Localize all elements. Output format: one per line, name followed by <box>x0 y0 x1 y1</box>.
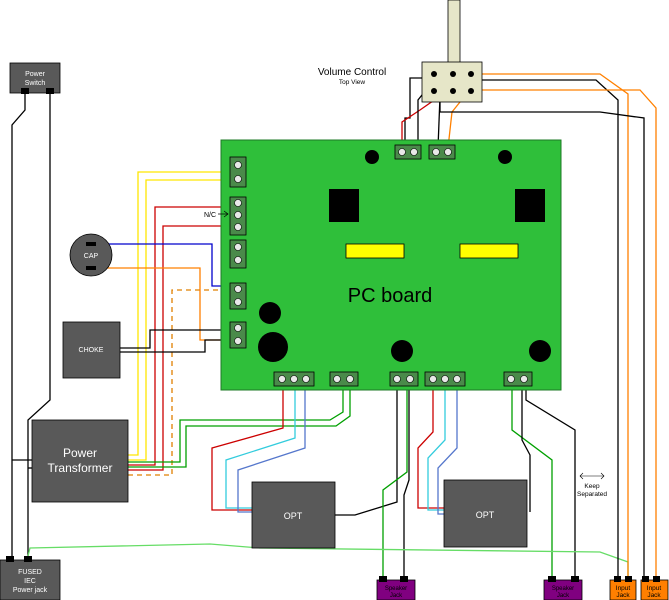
volume-shaft <box>447 0 461 65</box>
wire-vol-to-input-orange-1 <box>482 73 629 580</box>
fused-iec-label-1: FUSED <box>18 569 42 576</box>
speaker-jack-right: Speaker Jack <box>543 576 583 600</box>
wire-opt2-sec-green <box>511 388 553 580</box>
wire-opt2-sec-black <box>521 388 531 512</box>
wire-opt1-spk-black <box>403 388 410 580</box>
pc-board-label: PC board <box>348 285 433 307</box>
cap-mid-bottom <box>391 340 413 362</box>
power-transformer-label-1: Power <box>63 446 97 460</box>
volume-body <box>421 61 483 103</box>
wire-green-2 <box>128 388 351 468</box>
terminal-block-hv <box>229 196 247 236</box>
nc-label: N/C <box>204 212 216 219</box>
terminal-bottom-4 <box>424 371 466 387</box>
input-jack-right-label-2: Jack <box>647 592 661 599</box>
input-jack-left-label-1: Input <box>616 585 631 592</box>
power-switch: Power Switch <box>9 62 61 94</box>
wire-vol-to-input-black-2 <box>439 100 645 580</box>
input-jack-left: Input Jack <box>609 576 637 600</box>
wire-vol-black-1 <box>404 77 426 148</box>
nc-arrow <box>218 210 229 218</box>
wire-opt1-steel <box>237 388 306 513</box>
terminal-bottom-1 <box>273 371 315 387</box>
terminal-block-choke <box>229 321 247 349</box>
yellow-block-left <box>345 243 405 259</box>
wire-yellow-1 <box>128 171 234 456</box>
wire-green-1 <box>128 388 344 463</box>
power-transformer: Power Transformer <box>31 419 129 503</box>
transistor-left <box>329 189 359 222</box>
terminal-bottom-5 <box>503 371 533 387</box>
fused-iec-jack: FUSED IEC Power jack <box>0 556 61 600</box>
power-switch-label-1: Power <box>25 71 46 78</box>
opt-right: OPT <box>443 479 528 548</box>
opt-right-label: OPT <box>476 510 495 520</box>
keep-separated-label-1: Keep <box>584 483 600 490</box>
wire-opt1-cyan <box>225 388 296 509</box>
volume-control-label: Volume Control <box>318 67 386 78</box>
cap-right-bottom <box>529 340 551 362</box>
wire-opt1-sec-black <box>335 388 398 516</box>
wire-choke-2 <box>120 339 234 353</box>
speaker-jack-right-label-2: Jack <box>557 593 570 599</box>
cap-large <box>258 332 288 362</box>
cap-small-top-left <box>365 150 379 164</box>
speaker-jack-left: Speaker Jack <box>376 576 416 600</box>
fused-iec-label-3: Power jack <box>13 587 48 594</box>
input-jack-right: Input Jack <box>640 576 669 600</box>
pc-board: PC board N/C <box>204 139 562 391</box>
wire-red-2 <box>128 225 234 471</box>
power-switch-label-2: Switch <box>25 80 46 87</box>
volume-control-sublabel: Top View <box>339 79 366 86</box>
speaker-jack-right-label-1: Speaker <box>552 586 574 592</box>
transistor-right <box>515 189 545 222</box>
keep-separated-note: Keep Separated <box>577 472 607 498</box>
cap-small-top-right <box>498 150 512 164</box>
cap-label: CAP <box>84 253 99 260</box>
wire-switch-left <box>11 93 26 570</box>
terminal-block-3 <box>229 239 247 269</box>
wires <box>11 73 657 580</box>
terminal-block-cap <box>229 282 247 310</box>
yellow-block-right <box>459 243 519 259</box>
wire-opt1-red <box>211 388 284 511</box>
choke-label: CHOKE <box>79 347 104 354</box>
power-transformer-label-2: Transformer <box>48 461 113 475</box>
wire-opt2-cyan <box>427 388 446 511</box>
terminal-block-heater <box>229 156 247 188</box>
terminal-top-left <box>394 144 422 160</box>
wire-opt2-steel <box>437 388 458 515</box>
wire-switch-right <box>27 93 51 565</box>
terminal-bottom-3 <box>389 371 419 387</box>
wire-vol-to-input-orange-2 <box>482 89 657 580</box>
wire-orange-dashed <box>128 289 232 476</box>
speaker-jack-left-label-2: Jack <box>390 593 403 599</box>
wire-choke-1 <box>120 329 234 349</box>
wire-cap-blue <box>95 243 234 287</box>
speaker-jack-left-label-1: Speaker <box>385 586 407 592</box>
cap-medium <box>259 302 281 324</box>
keep-separated-label-2: Separated <box>577 491 607 498</box>
terminal-top-right <box>428 144 456 160</box>
cap-component: CAP <box>69 233 113 277</box>
opt-left: OPT <box>251 481 336 549</box>
fused-iec-label-2: IEC <box>24 578 36 585</box>
wire-opt2-red <box>417 388 444 509</box>
wire-red-1 <box>128 206 234 466</box>
wire-ground-lightgreen <box>27 543 629 580</box>
wire-opt2-spk-black <box>525 388 576 580</box>
opt-left-label: OPT <box>284 511 303 521</box>
volume-control: Volume Control Top View <box>318 0 483 103</box>
input-jack-left-label-2: Jack <box>616 592 630 599</box>
choke-component: CHOKE <box>62 321 121 379</box>
terminal-bottom-2 <box>329 371 359 387</box>
wire-opt1-sec-green <box>382 388 408 580</box>
wire-yellow-2 <box>128 179 234 461</box>
input-jack-right-label-1: Input <box>647 585 662 592</box>
